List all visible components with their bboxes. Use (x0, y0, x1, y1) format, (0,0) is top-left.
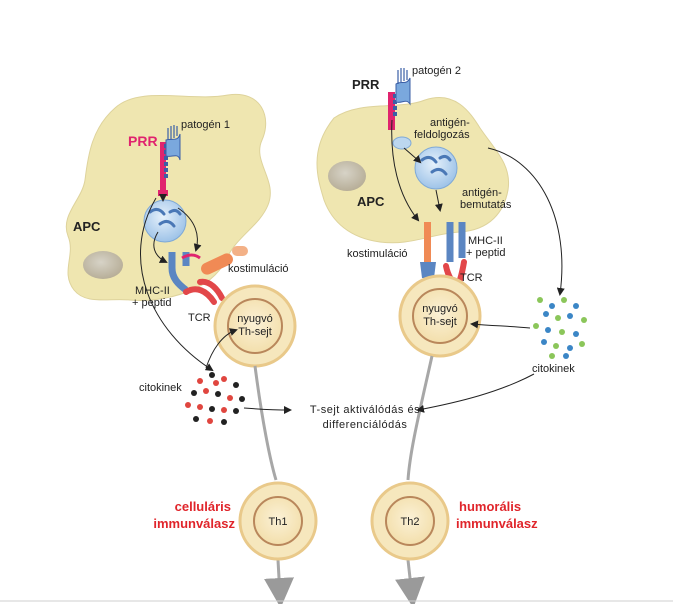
label-tcr-right: TCR (460, 272, 483, 284)
th2-cell-inner (385, 496, 435, 546)
th1-cell-inner (253, 496, 303, 546)
label-antigen-pres-2: bemutatás (460, 199, 512, 211)
apc-right-body (316, 97, 510, 244)
costim-left (201, 246, 248, 275)
label-resting-right-1: nyugvó (422, 303, 457, 315)
label-mhc-right-2: + peptid (466, 247, 505, 259)
cytokines-right (533, 297, 587, 359)
resting-th-left-inner (227, 298, 283, 354)
label-pathogen1: patogén 1 (181, 119, 230, 131)
prr-left-receptor (158, 125, 181, 196)
label-antigen-proc-2: feldolgozás (414, 129, 470, 141)
label-tcr-left: TCR (188, 312, 211, 324)
label-mhc-right-1: MHC-II (468, 235, 503, 247)
label-humoral-2: immunválasz (456, 516, 538, 531)
label-apc-right: APC (357, 194, 385, 209)
label-cytokines-left: citokinek (139, 382, 182, 394)
mhc-right (446, 222, 466, 262)
label-mhc-left-1: MHC-II (135, 285, 170, 297)
label-th2: Th2 (401, 516, 420, 528)
vesicle-right-contents (420, 154, 452, 176)
diff-arrow-left (253, 365, 278, 481)
label-cellular-1: celluláris (175, 499, 231, 514)
label-activation-1: T-sejt aktiválódás és (310, 404, 420, 416)
vesicle-right (414, 146, 458, 190)
label-cellular-2: immunválasz (153, 516, 235, 531)
label-resting-left-1: nyugvó (237, 313, 272, 325)
resting-th-right-inner (412, 288, 468, 344)
diff-arrow-right-out (395, 559, 425, 608)
cytokines-left (185, 372, 245, 425)
flow-arrows (140, 119, 565, 414)
label-activation-2: differenciálódás (323, 419, 408, 431)
tcr-left (183, 278, 225, 305)
label-apc-left: APC (73, 219, 101, 234)
prr-right-receptor (388, 68, 411, 130)
mhc-left (168, 252, 201, 293)
label-humoral-1: humorális (459, 499, 521, 514)
label-costim-right: kostimuláció (347, 248, 408, 260)
label-costim-left: kostimuláció (228, 263, 289, 275)
apc-right-nucleus (328, 161, 366, 191)
label-prr-right: PRR (352, 77, 380, 92)
diff-arrow-left-out (264, 559, 294, 608)
label-pathogen2: patogén 2 (412, 65, 461, 77)
label-antigen-pres-1: antigén- (462, 187, 502, 199)
label-cytokines-right: citokinek (532, 363, 575, 375)
costim-right (420, 222, 436, 278)
label-mhc-left-2: + peptid (132, 297, 171, 309)
label-th1: Th1 (269, 516, 288, 528)
diff-arrow-right (406, 355, 434, 481)
vesicle-right-small (392, 136, 412, 150)
apc-left-nucleus (83, 251, 123, 279)
label-resting-right-2: Th-sejt (423, 316, 457, 328)
label-resting-left-2: Th-sejt (238, 326, 272, 338)
label-antigen-proc-1: antigén- (430, 117, 470, 129)
label-prr-left: PRR (128, 133, 158, 149)
vesicle-left-contents (148, 207, 182, 228)
